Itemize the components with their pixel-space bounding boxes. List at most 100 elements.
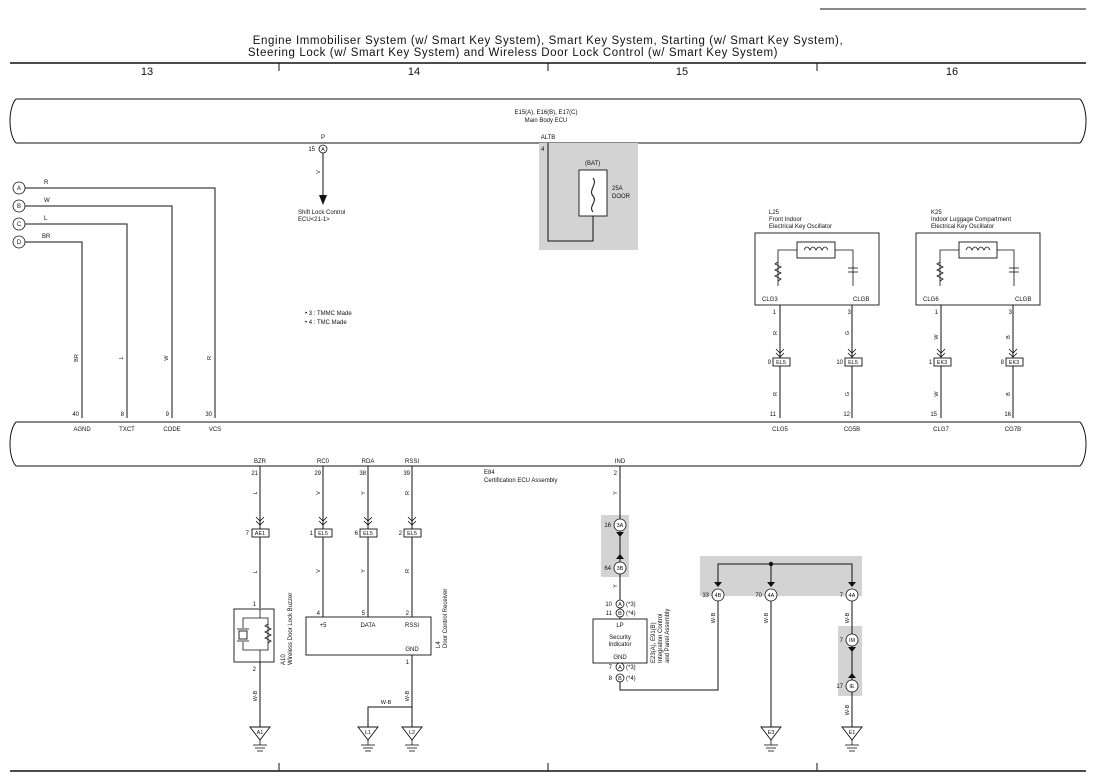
svg-text:64: 64 [604, 566, 611, 572]
certification-ecu-band: AGND TXCT CODE VCS CLG5 CG5B CLG7 CG7B B… [9, 421, 1087, 484]
svg-text:R: R [405, 569, 411, 573]
security-indicator-circuit: Y 3A 16 3B 64 Y 10 A (*3) 11 B (*4) LP S… [592, 466, 719, 691]
svg-text:39: 39 [403, 471, 410, 477]
svg-text:33: 33 [702, 593, 709, 599]
svg-text:EL5: EL5 [318, 531, 328, 537]
svg-text:GND: GND [405, 647, 419, 653]
svg-text:(*3): (*3) [626, 602, 636, 608]
svg-text:12: 12 [843, 412, 850, 418]
svg-text:W-B: W-B [845, 704, 851, 715]
svg-text:GND: GND [613, 655, 627, 661]
svg-text:L: L [119, 356, 125, 359]
svg-text:D: D [17, 240, 22, 246]
receiver-name: Door Control Receiver [443, 589, 449, 648]
ground-icon [760, 726, 782, 741]
buzzer-name: Wireless Door Lock Buzzer [288, 593, 294, 665]
svg-text:R: R [207, 356, 213, 360]
svg-text:16: 16 [1004, 412, 1011, 418]
svg-text:W: W [164, 355, 170, 361]
svg-text:A: A [618, 665, 622, 671]
svg-text:1: 1 [773, 310, 777, 316]
fuse-rating: 25A [612, 186, 623, 192]
svg-text:EL5: EL5 [776, 360, 786, 366]
svg-text:W-B: W-B [845, 612, 851, 623]
svg-text:W-B: W-B [253, 690, 259, 701]
svg-text:B: B [618, 676, 622, 682]
junction-4b [711, 588, 725, 602]
pin-rc0: RC0 [317, 459, 330, 465]
svg-text:3A: 3A [617, 523, 624, 529]
receiver-box [305, 616, 432, 656]
svg-text:7: 7 [609, 665, 613, 671]
svg-text:4B: 4B [715, 593, 722, 599]
pin-txct: TXCT [119, 427, 135, 433]
shift-lock-dest-2: ECU<21-1> [298, 217, 330, 223]
pin-clg5: CLG5 [772, 427, 788, 433]
fuse-name: DOOR [612, 194, 631, 200]
svg-text:8: 8 [121, 412, 125, 418]
svg-text:G: G [845, 331, 851, 335]
svg-text:1: 1 [929, 360, 933, 366]
pin-no-4: 4 [541, 147, 545, 153]
svg-text:EL5: EL5 [848, 360, 858, 366]
wire-color-w: W [44, 198, 50, 204]
svg-text:R: R [773, 392, 779, 396]
main-body-ecu-name: Main Body ECU [525, 118, 568, 124]
svg-text:A1: A1 [257, 730, 264, 736]
pin-rssi: RSSI [405, 459, 419, 465]
svg-text:L25: L25 [769, 210, 780, 216]
fuse-box [578, 169, 608, 217]
pin-no-15: 15 [308, 147, 315, 153]
svg-text:4A: 4A [768, 593, 775, 599]
section-13: 13 [141, 66, 153, 78]
svg-text:1: 1 [310, 531, 314, 537]
ground-icon [357, 726, 379, 741]
svg-text:2: 2 [253, 667, 257, 673]
junction-ie [845, 679, 859, 693]
svg-text:2: 2 [399, 531, 403, 537]
buzzer-ref: A10 [281, 654, 287, 665]
integration-panel-ref: E23(A), E91(B) [651, 622, 657, 663]
svg-text:2: 2 [614, 471, 618, 477]
svg-text:Electrical Key Oscillator: Electrical Key Oscillator [931, 224, 994, 230]
svg-text:and Panel Assembly: and Panel Assembly [665, 609, 671, 663]
shaded-region [700, 556, 862, 596]
svg-text:CLG3: CLG3 [762, 297, 778, 303]
svg-text:30: 30 [205, 412, 212, 418]
svg-text:1: 1 [935, 310, 939, 316]
svg-text:EK3: EK3 [1009, 360, 1019, 366]
svg-text:E1: E1 [849, 730, 856, 736]
svg-text:W: W [934, 391, 940, 397]
oscillator-front-indoor: L25 Front Indoor Electrical Key Oscillat… [754, 210, 880, 418]
note-tmmc: • 3 : TMMC Made [305, 311, 352, 317]
pin-bzr: BZR [254, 459, 267, 465]
svg-text:W: W [934, 334, 940, 340]
svg-text:Y: Y [613, 491, 619, 495]
svg-text:7: 7 [246, 531, 250, 537]
svg-text:6: 6 [355, 531, 359, 537]
svg-text:IM: IM [849, 638, 856, 644]
svg-text:(*4): (*4) [626, 611, 636, 617]
svg-text:+5: +5 [320, 623, 328, 629]
main-body-ecu-ref: E15(A), E16(B), E17(C) [514, 110, 577, 116]
wire-color-v: V [316, 170, 322, 174]
svg-text:R: R [405, 491, 411, 495]
svg-text:W-B: W-B [381, 700, 392, 706]
svg-text:W-B: W-B [405, 690, 411, 701]
shift-lock-circuit: P 15 A V Shift Lock Control ECU<21-1> [298, 135, 345, 223]
junction-im [845, 633, 859, 647]
wire-color-l: L [44, 216, 48, 222]
svg-text:W-B: W-B [764, 612, 770, 623]
svg-text:Y: Y [361, 569, 367, 573]
resistor-icon [936, 261, 944, 282]
svg-text:RSSI: RSSI [405, 623, 419, 629]
svg-text:R: R [773, 331, 779, 335]
pin-cg5b: CG5B [844, 427, 860, 433]
svg-text:9: 9 [768, 360, 772, 366]
wire-color-br: BR [42, 234, 51, 240]
svg-text:A: A [321, 147, 325, 153]
svg-text:40: 40 [72, 412, 79, 418]
resistor-icon [774, 261, 782, 282]
svg-text:CLGB: CLGB [853, 297, 869, 303]
cert-ecu-ref: E84 [484, 470, 495, 476]
